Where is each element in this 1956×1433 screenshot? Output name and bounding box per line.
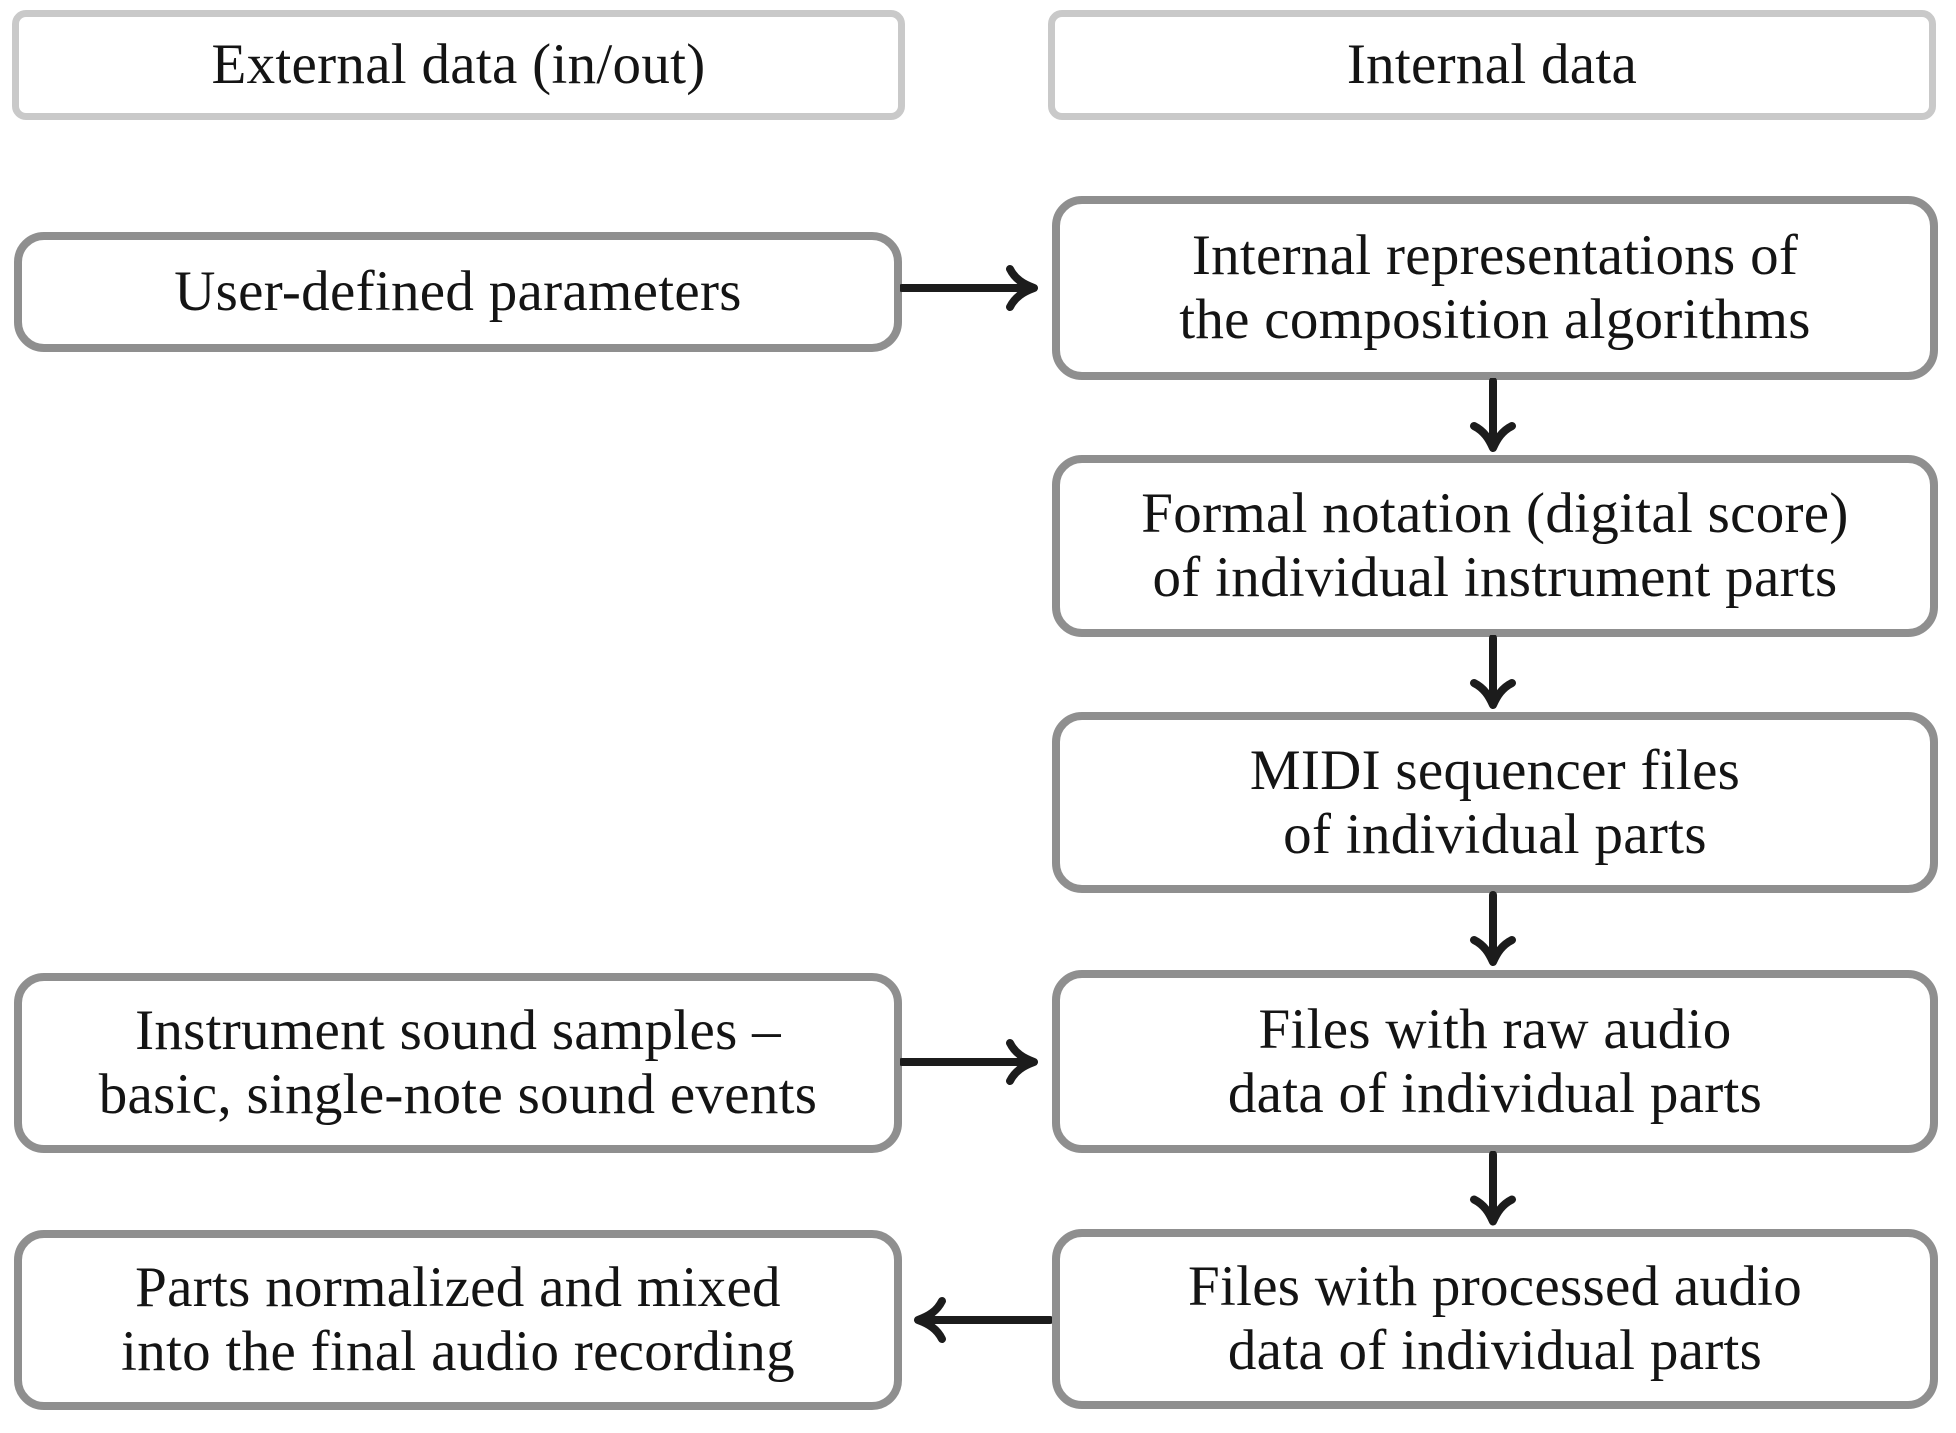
box-text-line: Instrument sound samples – xyxy=(135,999,781,1063)
box-text-line: into the final audio recording xyxy=(121,1320,795,1383)
box-text-line: Formal notation (digital score) xyxy=(1141,482,1849,546)
external-data-header-label: External data (in/out) xyxy=(211,33,706,97)
arrow-right-icon xyxy=(900,1039,1038,1085)
processed-audio-files-box: Files with processed audio data of indiv… xyxy=(1052,1229,1938,1409)
user-defined-parameters-box: User-defined parameters xyxy=(14,232,902,352)
box-text-line: basic, single-note sound events xyxy=(98,1063,818,1126)
box-text-line: of individual instrument parts xyxy=(1152,546,1838,609)
formal-notation-box: Formal notation (digital score) of indiv… xyxy=(1052,455,1938,637)
parts-normalized-box: Parts normalized and mixed into the fina… xyxy=(14,1230,902,1410)
box-text-line: data of individual parts xyxy=(1227,1061,1763,1125)
internal-data-header: Internal data xyxy=(1048,10,1936,120)
arrow-down-icon xyxy=(1470,635,1516,709)
box-text-line: of individual parts xyxy=(1283,802,1707,866)
arrow-left-icon xyxy=(914,1297,1052,1343)
external-data-header: External data (in/out) xyxy=(12,10,905,120)
arrow-down-icon xyxy=(1470,378,1516,452)
box-text-line: Internal representations of xyxy=(1191,224,1799,288)
box-text-line: Parts normalized and mixed xyxy=(135,1256,781,1320)
internal-representations-box: Internal representations of the composit… xyxy=(1052,196,1938,380)
arrow-right-icon xyxy=(900,265,1038,311)
midi-sequencer-files-box: MIDI sequencer files of individual parts xyxy=(1052,712,1938,893)
internal-data-header-label: Internal data xyxy=(1346,33,1638,97)
instrument-sound-samples-box: Instrument sound samples – basic, single… xyxy=(14,973,902,1153)
box-text-line: the composition algorithms xyxy=(1179,288,1811,351)
box-text-line: User-defined parameters xyxy=(174,260,742,324)
raw-audio-files-box: Files with raw audio data of individual … xyxy=(1052,970,1938,1153)
box-text-line: Files with processed audio xyxy=(1187,1255,1803,1319)
box-text-line: MIDI sequencer files xyxy=(1249,738,1741,802)
arrow-down-icon xyxy=(1470,891,1516,966)
arrow-down-icon xyxy=(1470,1151,1516,1226)
box-text-line: Files with raw audio xyxy=(1258,997,1732,1061)
box-text-line: data of individual parts xyxy=(1227,1319,1763,1382)
